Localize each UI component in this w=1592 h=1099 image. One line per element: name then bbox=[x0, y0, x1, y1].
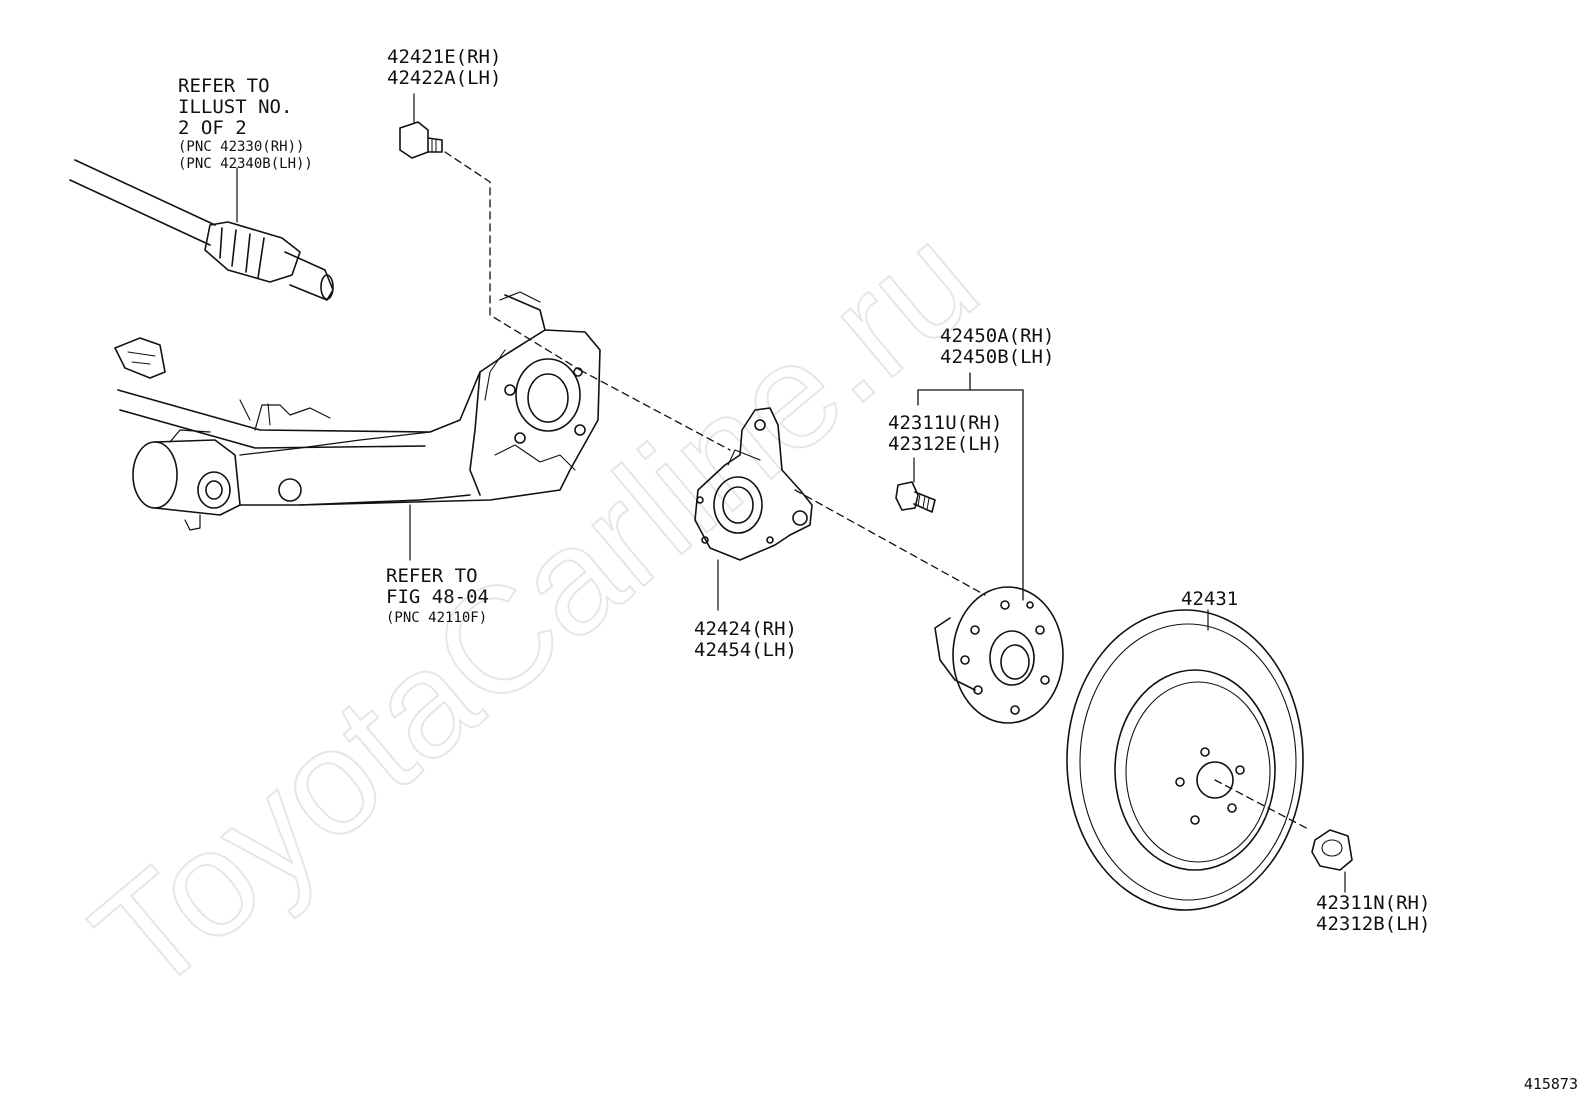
label-disc: 42431 bbox=[1181, 589, 1238, 610]
label-line: 42311N(RH) bbox=[1316, 892, 1431, 914]
hub-bearing bbox=[934, 586, 1064, 724]
label-nut: 42311N(RH) 42312B(LH) bbox=[1316, 893, 1430, 935]
label-beam-reference: REFER TO FIG 48-04 bbox=[386, 566, 489, 608]
dashed-assembly-lines bbox=[444, 151, 1311, 831]
label-line: 2 OF 2 bbox=[178, 117, 247, 139]
hub-bolt bbox=[895, 457, 936, 513]
label-line: 42312E(LH) bbox=[888, 433, 1003, 455]
figure-number: 415873 bbox=[1523, 1075, 1578, 1093]
label-line: 42421E(RH) bbox=[387, 46, 502, 68]
label-line: (PNC 42340B(LH)) bbox=[178, 156, 313, 172]
label-line: ILLUST NO. bbox=[178, 96, 293, 118]
label-knuckle-bolt: 42421E(RH) 42422A(LH) bbox=[387, 47, 501, 89]
label-line: REFER TO bbox=[178, 75, 270, 97]
drive-shaft bbox=[69, 159, 334, 301]
label-hub-assembly: 42450A(RH) 42450B(LH) bbox=[940, 326, 1054, 368]
label-line: 42424(RH) bbox=[694, 618, 797, 640]
label-line: 42431 bbox=[1181, 588, 1239, 610]
label-line: 42454(LH) bbox=[694, 639, 797, 661]
wheel-nut bbox=[1311, 829, 1353, 893]
label-line: 42311U(RH) bbox=[888, 412, 1003, 434]
knuckle bbox=[694, 407, 813, 611]
label-line: 42450A(RH) bbox=[940, 325, 1055, 347]
label-beam-pnc: (PNC 42110F) bbox=[386, 610, 487, 627]
label-line: 42422A(LH) bbox=[387, 67, 502, 89]
label-hub-bolt: 42311U(RH) 42312E(LH) bbox=[888, 413, 1002, 455]
label-line: (PNC 42110F) bbox=[386, 610, 488, 626]
label-line: 42450B(LH) bbox=[940, 346, 1055, 368]
label-axle-reference: REFER TO ILLUST NO. 2 OF 2 bbox=[178, 76, 292, 139]
axle-beam bbox=[114, 291, 601, 561]
label-line: REFER TO bbox=[386, 565, 478, 587]
knuckle-bolt bbox=[399, 93, 443, 159]
label-knuckle: 42424(RH) 42454(LH) bbox=[694, 619, 797, 661]
label-line: 42312B(LH) bbox=[1316, 913, 1431, 935]
label-line: (PNC 42330(RH)) bbox=[178, 139, 305, 155]
hub-assembly-bracket bbox=[917, 372, 1024, 601]
label-axle-pnc: (PNC 42330(RH)) (PNC 42340B(LH)) bbox=[178, 139, 313, 173]
label-line: FIG 48-04 bbox=[386, 586, 489, 608]
brake-disc bbox=[1066, 609, 1304, 911]
